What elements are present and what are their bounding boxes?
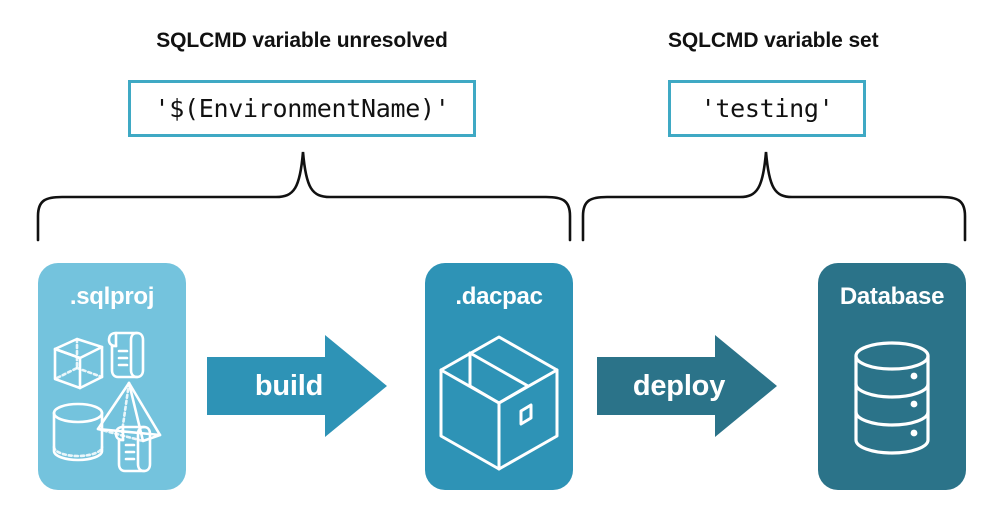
annotation-heading-left: SQLCMD variable unresolved [156,29,448,52]
cylinder-icon [52,402,104,462]
annotation-heading-right: SQLCMD variable set [668,29,879,52]
stage-sqlproj-label: .sqlproj [69,283,155,310]
stage-dacpac: .dacpac [425,263,573,490]
database-cylinder-icon [854,341,930,455]
arrow-deploy: deploy [597,333,777,439]
sqlproj-artifacts-group [52,331,162,473]
sqlcmd-variable-value-left: '$(EnvironmentName)' [128,80,476,137]
stage-sqlproj: .sqlproj [38,263,186,490]
arrow-build: build [207,333,387,439]
brace-left-icon [36,151,572,242]
arrow-deploy-label: deploy [632,369,726,402]
pyramid-icon [96,381,162,443]
brace-right-icon [581,151,967,242]
stage-database: Database [818,263,966,490]
scroll-icon [114,425,152,473]
cube-icon [53,337,104,390]
scroll-icon [107,331,145,379]
stage-dacpac-label: .dacpac [455,283,543,310]
arrow-build-label: build [254,369,324,402]
arrow-build-icon [207,335,387,437]
package-box-icon [439,335,559,471]
sqlcmd-variable-value-right: 'testing' [668,80,866,137]
arrow-deploy-icon [597,335,777,437]
stage-database-label: Database [839,283,945,310]
